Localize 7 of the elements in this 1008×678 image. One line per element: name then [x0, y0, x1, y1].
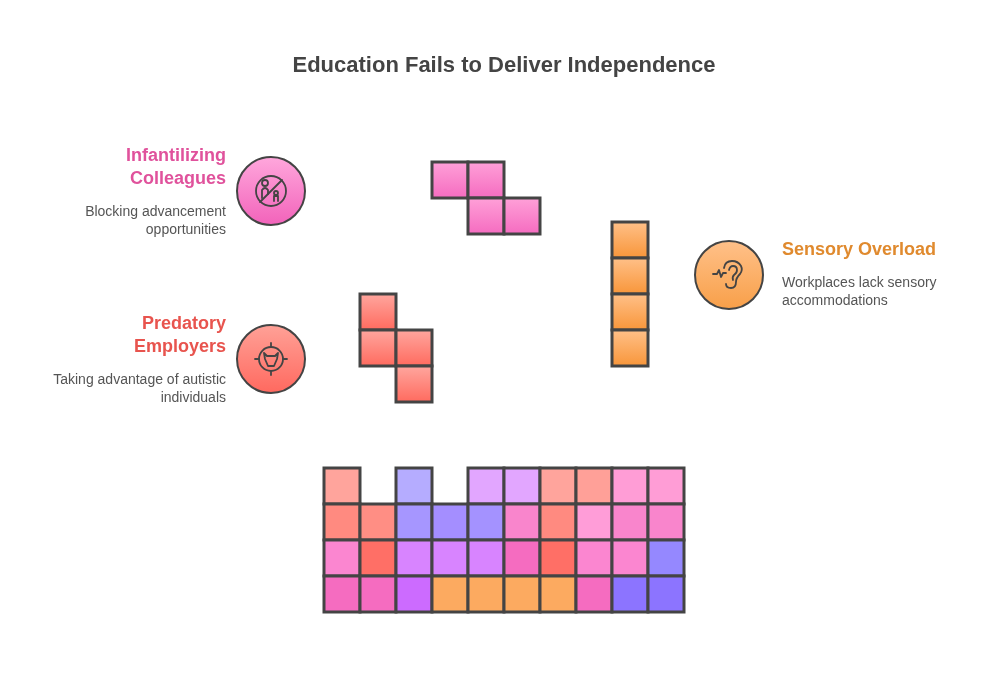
category-heading: Infantilizing Colleagues — [125, 144, 226, 190]
category-description: Taking advantage of autistic individuals — [52, 370, 226, 406]
category-heading: Sensory Overload — [782, 238, 938, 261]
diagram-title: Education Fails to Deliver Independence — [291, 52, 717, 78]
category-heading: Predatory Employers — [132, 312, 226, 358]
category-description: Blocking advancement opportunities — [84, 202, 226, 238]
category-description: Workplaces lack sensory accommodations — [782, 273, 938, 309]
